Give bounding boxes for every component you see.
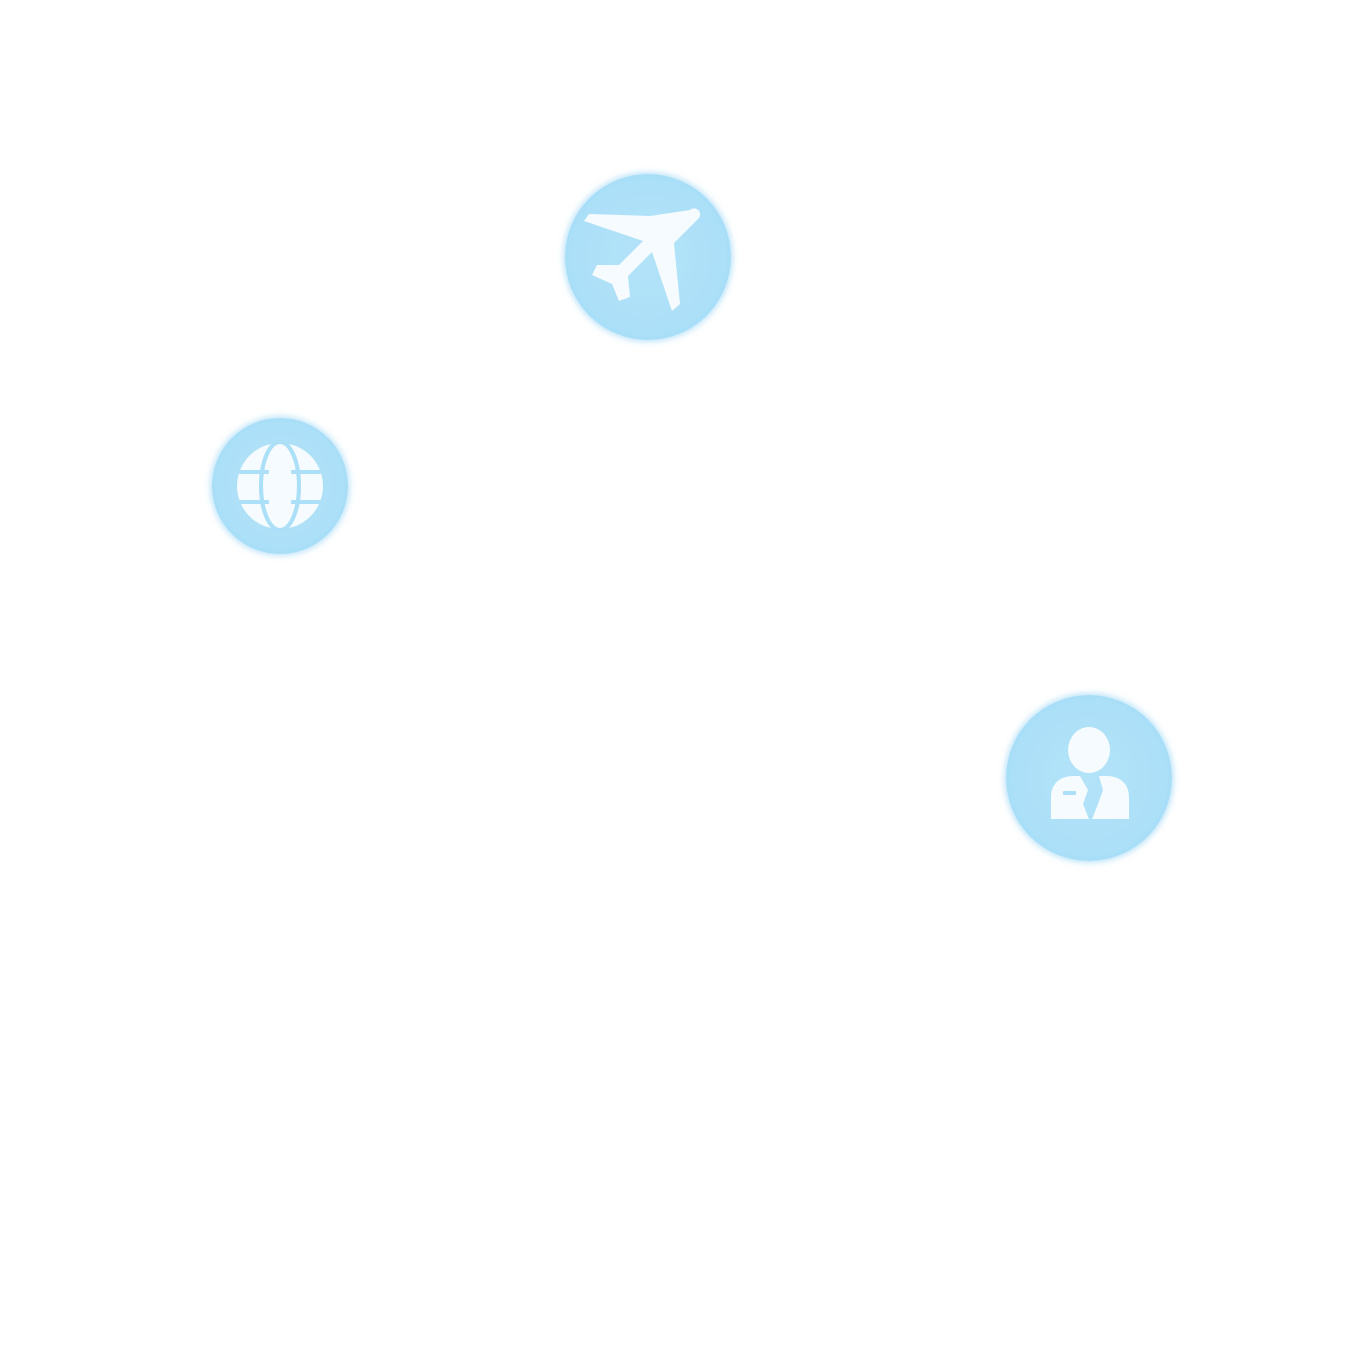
businessman-icon (1051, 727, 1129, 819)
airplane-icon (584, 208, 701, 311)
businessman-button[interactable] (1006, 695, 1172, 861)
globe-icon (237, 440, 323, 532)
airplane-button[interactable] (565, 174, 731, 340)
globe-button[interactable] (212, 418, 348, 554)
